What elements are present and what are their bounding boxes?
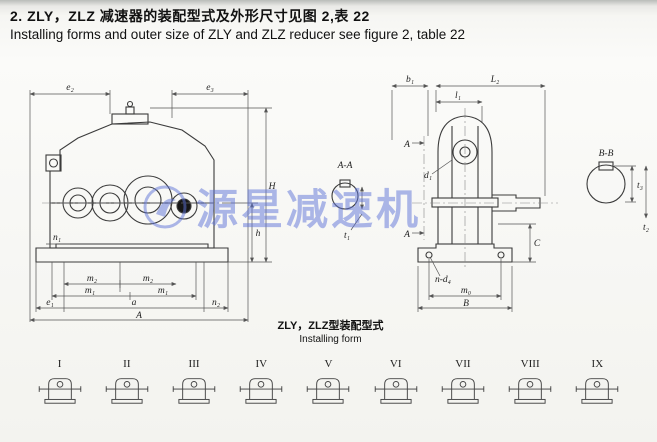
form-numeral: VIII [520, 358, 540, 370]
dim-label: A [403, 140, 410, 150]
dim-label: t₂ [643, 223, 650, 233]
end-view-housing [417, 115, 541, 263]
dim-label: L₂ [490, 75, 500, 85]
install-form-IX: IX [569, 358, 625, 407]
dim-label: e₁ [46, 298, 54, 308]
page-title-zh: 2. ZLY，ZLZ 减速器的装配型式及外形尺寸见图 2,表 22 [10, 8, 370, 24]
install-form-II: II [99, 358, 155, 407]
reducer-technical-drawing: e₂ e₃ Hh n₁ m₂ m₂ m₁ m₁ e₁ a n₂ Ab₁ L₂ l₁ A Ad₁ A-A t₁ B-B… [29, 75, 650, 322]
form-numeral: II [123, 358, 131, 370]
install-form-VI: VI [368, 358, 424, 407]
end-view-dimensions [391, 84, 546, 312]
reducer-form-icon [576, 378, 619, 404]
section-b-b [586, 161, 648, 219]
install-form-V: V [300, 358, 356, 407]
dim-label: B [463, 299, 469, 309]
page-title-en: Installing forms and outer size of ZLY a… [10, 27, 465, 42]
install-form-VIII: VIII [502, 358, 558, 407]
form-numeral: IV [255, 358, 268, 370]
reducer-form-icon [38, 378, 81, 404]
side-view-bores [62, 175, 198, 225]
dim-label: H [268, 182, 277, 192]
form-numeral: VI [389, 358, 402, 370]
dim-label: A [135, 311, 142, 321]
dim-label: A-A [337, 161, 353, 171]
reducer-form-icon [508, 378, 552, 404]
form-numeral: IX [591, 358, 604, 370]
dim-label: m₁ [158, 286, 168, 296]
figure-caption: ZLY，ZLZ型装配型式 Installing form [248, 317, 413, 345]
reducer-form-icon [441, 378, 485, 404]
dim-label: t₁ [344, 231, 350, 241]
dim-label: n₂ [212, 298, 221, 308]
reducer-form-icon [240, 378, 283, 404]
dim-label: a [132, 298, 137, 308]
form-numeral: III [188, 358, 200, 370]
dimension-labels: e₂ e₃ Hh n₁ m₂ m₂ m₁ m₁ e₁ a n₂ Ab₁ L₂ l₁ A Ad₁ A-A t₁ B-B… [46, 75, 649, 321]
install-form-VII: VII [435, 358, 491, 407]
dim-label: b₁ [406, 75, 414, 85]
dim-label: l₁ [455, 91, 461, 101]
form-numeral: V [324, 358, 333, 370]
dim-label: m₂ [143, 274, 154, 284]
reducer-form-icon [172, 378, 216, 404]
side-view [29, 90, 272, 322]
form-numeral: VII [455, 358, 471, 370]
dim-label: n₁ [53, 233, 61, 243]
dim-label: d₁ [424, 171, 432, 181]
install-form-I: I [32, 358, 88, 407]
install-form-IV: IV [233, 358, 289, 407]
figure-caption-zh: ZLY，ZLZ型装配型式 [277, 320, 384, 332]
dim-label: e₂ [66, 83, 74, 93]
reducer-form-icon [105, 378, 149, 404]
dim-label: e₃ [206, 83, 214, 93]
side-view-dimensions [29, 90, 272, 322]
dim-label: C [534, 239, 541, 249]
dim-label: t₃ [637, 181, 643, 191]
dim-label: A [403, 230, 410, 240]
reducer-form-icon [307, 378, 350, 404]
form-numeral: I [57, 358, 62, 370]
dim-label: B-B [599, 149, 614, 159]
dim-label: m₂ [87, 274, 98, 284]
end-view [391, 84, 558, 312]
dim-label: m₁ [85, 286, 95, 296]
dim-label: n-d₄ [435, 275, 451, 285]
section-a-a [331, 179, 364, 231]
dim-label: h [256, 229, 261, 239]
figure-caption-en: Installing form [299, 334, 362, 345]
reducer-form-icon [374, 378, 417, 404]
install-form-III: III [166, 358, 222, 407]
dim-label: m₀ [461, 286, 471, 296]
